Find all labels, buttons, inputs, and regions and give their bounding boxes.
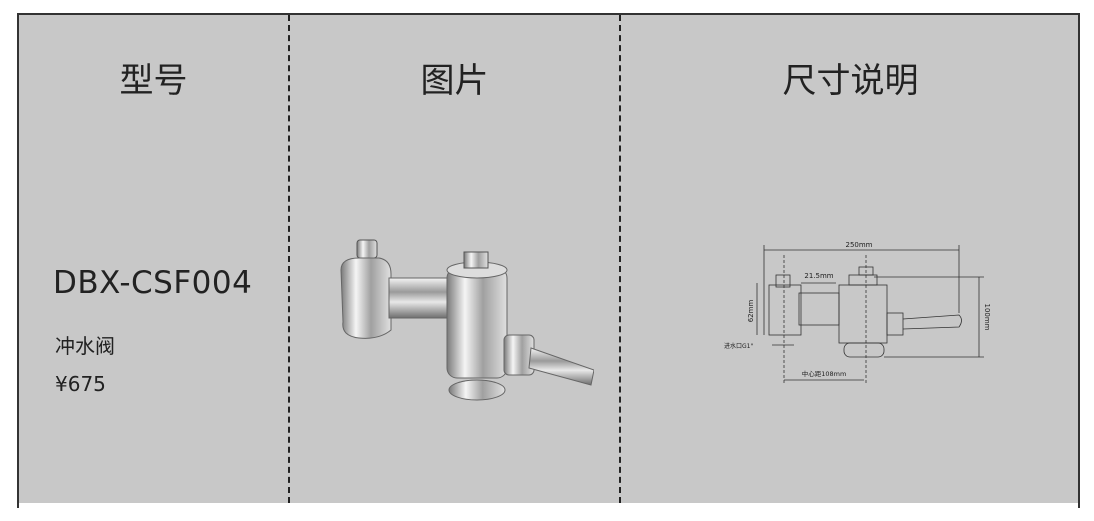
product-spec-table: 型号 图片 尺寸说明 DBX-CSF004 冲水阀 ¥675 <box>17 13 1080 503</box>
product-name: 冲水阀 <box>55 334 115 358</box>
label-total-length: 250mm <box>846 241 873 249</box>
label-height-right: 100mm <box>983 304 991 331</box>
border-extension <box>1078 503 1080 508</box>
header-picture: 图片 <box>420 61 489 101</box>
label-inlet: 进水口G1" <box>724 342 753 350</box>
column-divider <box>619 15 621 503</box>
model-number: DBX-CSF004 <box>53 265 253 301</box>
border-extension <box>17 503 19 508</box>
header-dimensions: 尺寸说明 <box>782 61 919 101</box>
dimension-diagram: 250mm 21.5mm 62mm 100mm 进水口G1" 中心距108mm <box>724 241 991 385</box>
label-height-left: 62mm <box>747 300 755 323</box>
header-model: 型号 <box>119 61 188 101</box>
product-image <box>340 239 594 401</box>
product-price: ¥675 <box>55 372 106 396</box>
column-divider <box>288 15 290 503</box>
label-center-distance: 中心距108mm <box>802 369 847 378</box>
label-segment: 21.5mm <box>804 272 833 280</box>
